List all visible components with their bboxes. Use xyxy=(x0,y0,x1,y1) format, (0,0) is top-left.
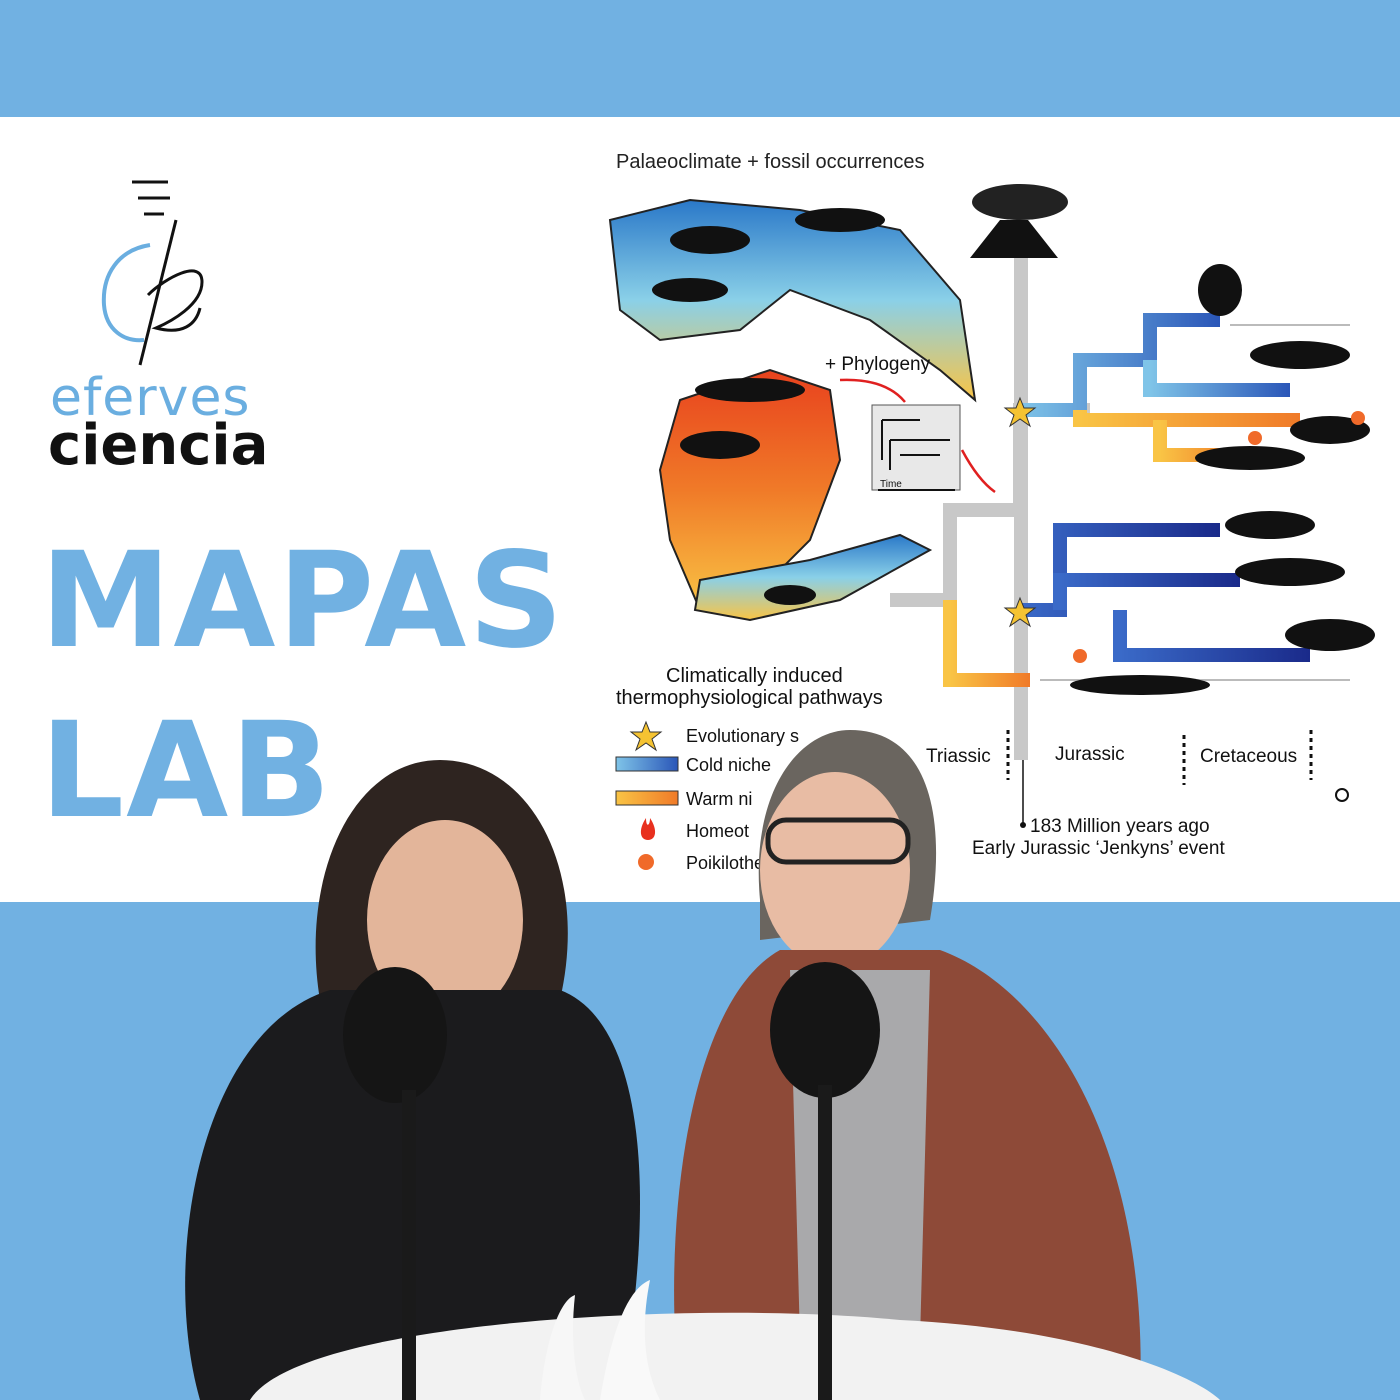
legend-warm-swatch xyxy=(615,790,679,806)
dinosaur-silhouette-icon xyxy=(1250,341,1350,369)
dinosaur-silhouette-icon xyxy=(764,585,816,605)
microphone-stand xyxy=(402,1090,416,1400)
dinosaur-silhouette-icon xyxy=(1290,416,1370,444)
poikilotherm-icon xyxy=(1248,431,1262,445)
poikilotherm-icon xyxy=(1351,411,1365,425)
dinosaur-silhouette-icon xyxy=(1195,446,1305,470)
microphone-icon xyxy=(770,962,880,1098)
legend-poikilotherm-icon xyxy=(638,854,654,870)
microphone-stand xyxy=(818,1085,832,1400)
logo-word-ciencia: ciencia xyxy=(48,413,269,478)
dinosaur-silhouette-icon xyxy=(1198,264,1242,316)
dinosaur-silhouette-icon xyxy=(1235,558,1345,586)
legend-item-2: Cold niche xyxy=(686,755,771,775)
southern-map-lower xyxy=(693,533,933,622)
legend-title-line-2: thermophysiological pathways xyxy=(616,687,883,709)
figure-heading: Palaeoclimate + fossil occurrences xyxy=(616,151,924,173)
phylogeny-label: + Phylogeny xyxy=(825,354,931,375)
table xyxy=(250,1312,1220,1400)
tooth-prop-icon xyxy=(540,1295,585,1400)
homeotherm-flame-icon xyxy=(640,818,656,840)
volcano-icon xyxy=(970,220,1058,258)
ash-cloud-icon xyxy=(972,184,1068,220)
legend-item-5: Poikilothe xyxy=(686,853,764,873)
red-arrow-icon xyxy=(960,449,996,494)
glasses-icon xyxy=(765,817,911,865)
dinosaur-silhouette-icon xyxy=(652,278,728,302)
legend-item-1: Evolutionary s xyxy=(686,726,799,746)
event-name: Early Jurassic ‘Jenkyns’ event xyxy=(972,838,1225,859)
efervesciencia-logo-icon xyxy=(101,180,204,366)
dinosaur-silhouette-icon xyxy=(1285,619,1375,651)
period-triassic: Triassic xyxy=(926,746,991,767)
evolutionary-shift-star-icon xyxy=(1003,596,1037,628)
dinosaur-silhouette-icon xyxy=(695,378,805,402)
right-person-face xyxy=(760,772,910,968)
dinosaur-silhouette-icon xyxy=(1225,511,1315,539)
legend-cold-swatch xyxy=(615,756,679,772)
title-line-1: MAPAS xyxy=(40,524,566,678)
title-line-2: LAB xyxy=(40,694,333,848)
evolutionary-shift-star-icon xyxy=(1003,396,1037,428)
poikilotherm-icon xyxy=(1073,649,1087,663)
asteroid-icon xyxy=(1335,788,1349,802)
legend-item-3: Warm ni xyxy=(686,789,752,809)
legend-title-line-1: Climatically induced xyxy=(666,665,843,687)
palaeoclimate-figure: Palaeoclimate + fossil occurrences + Phy… xyxy=(608,151,1375,873)
dinosaur-silhouette-icon xyxy=(680,431,760,459)
tooth-prop-icon xyxy=(600,1280,660,1400)
dinosaur-silhouette-icon xyxy=(795,208,885,232)
podcast-photo xyxy=(185,730,1220,1400)
logo-word-eferves: eferves xyxy=(50,368,251,428)
legend-item-4: Homeot xyxy=(686,821,749,841)
period-jurassic: Jurassic xyxy=(1055,744,1125,765)
event-date: 183 Million years ago xyxy=(1030,816,1210,837)
time-label: Time xyxy=(880,479,902,490)
red-arrow-icon xyxy=(839,378,906,403)
phylogeny-inset xyxy=(871,404,961,491)
period-cretaceous: Cretaceous xyxy=(1200,746,1297,767)
dinosaur-silhouette-icon xyxy=(670,226,750,254)
legend-star-icon xyxy=(629,720,663,752)
dinosaur-silhouette-icon xyxy=(1070,675,1210,695)
microphone-icon xyxy=(343,967,447,1103)
